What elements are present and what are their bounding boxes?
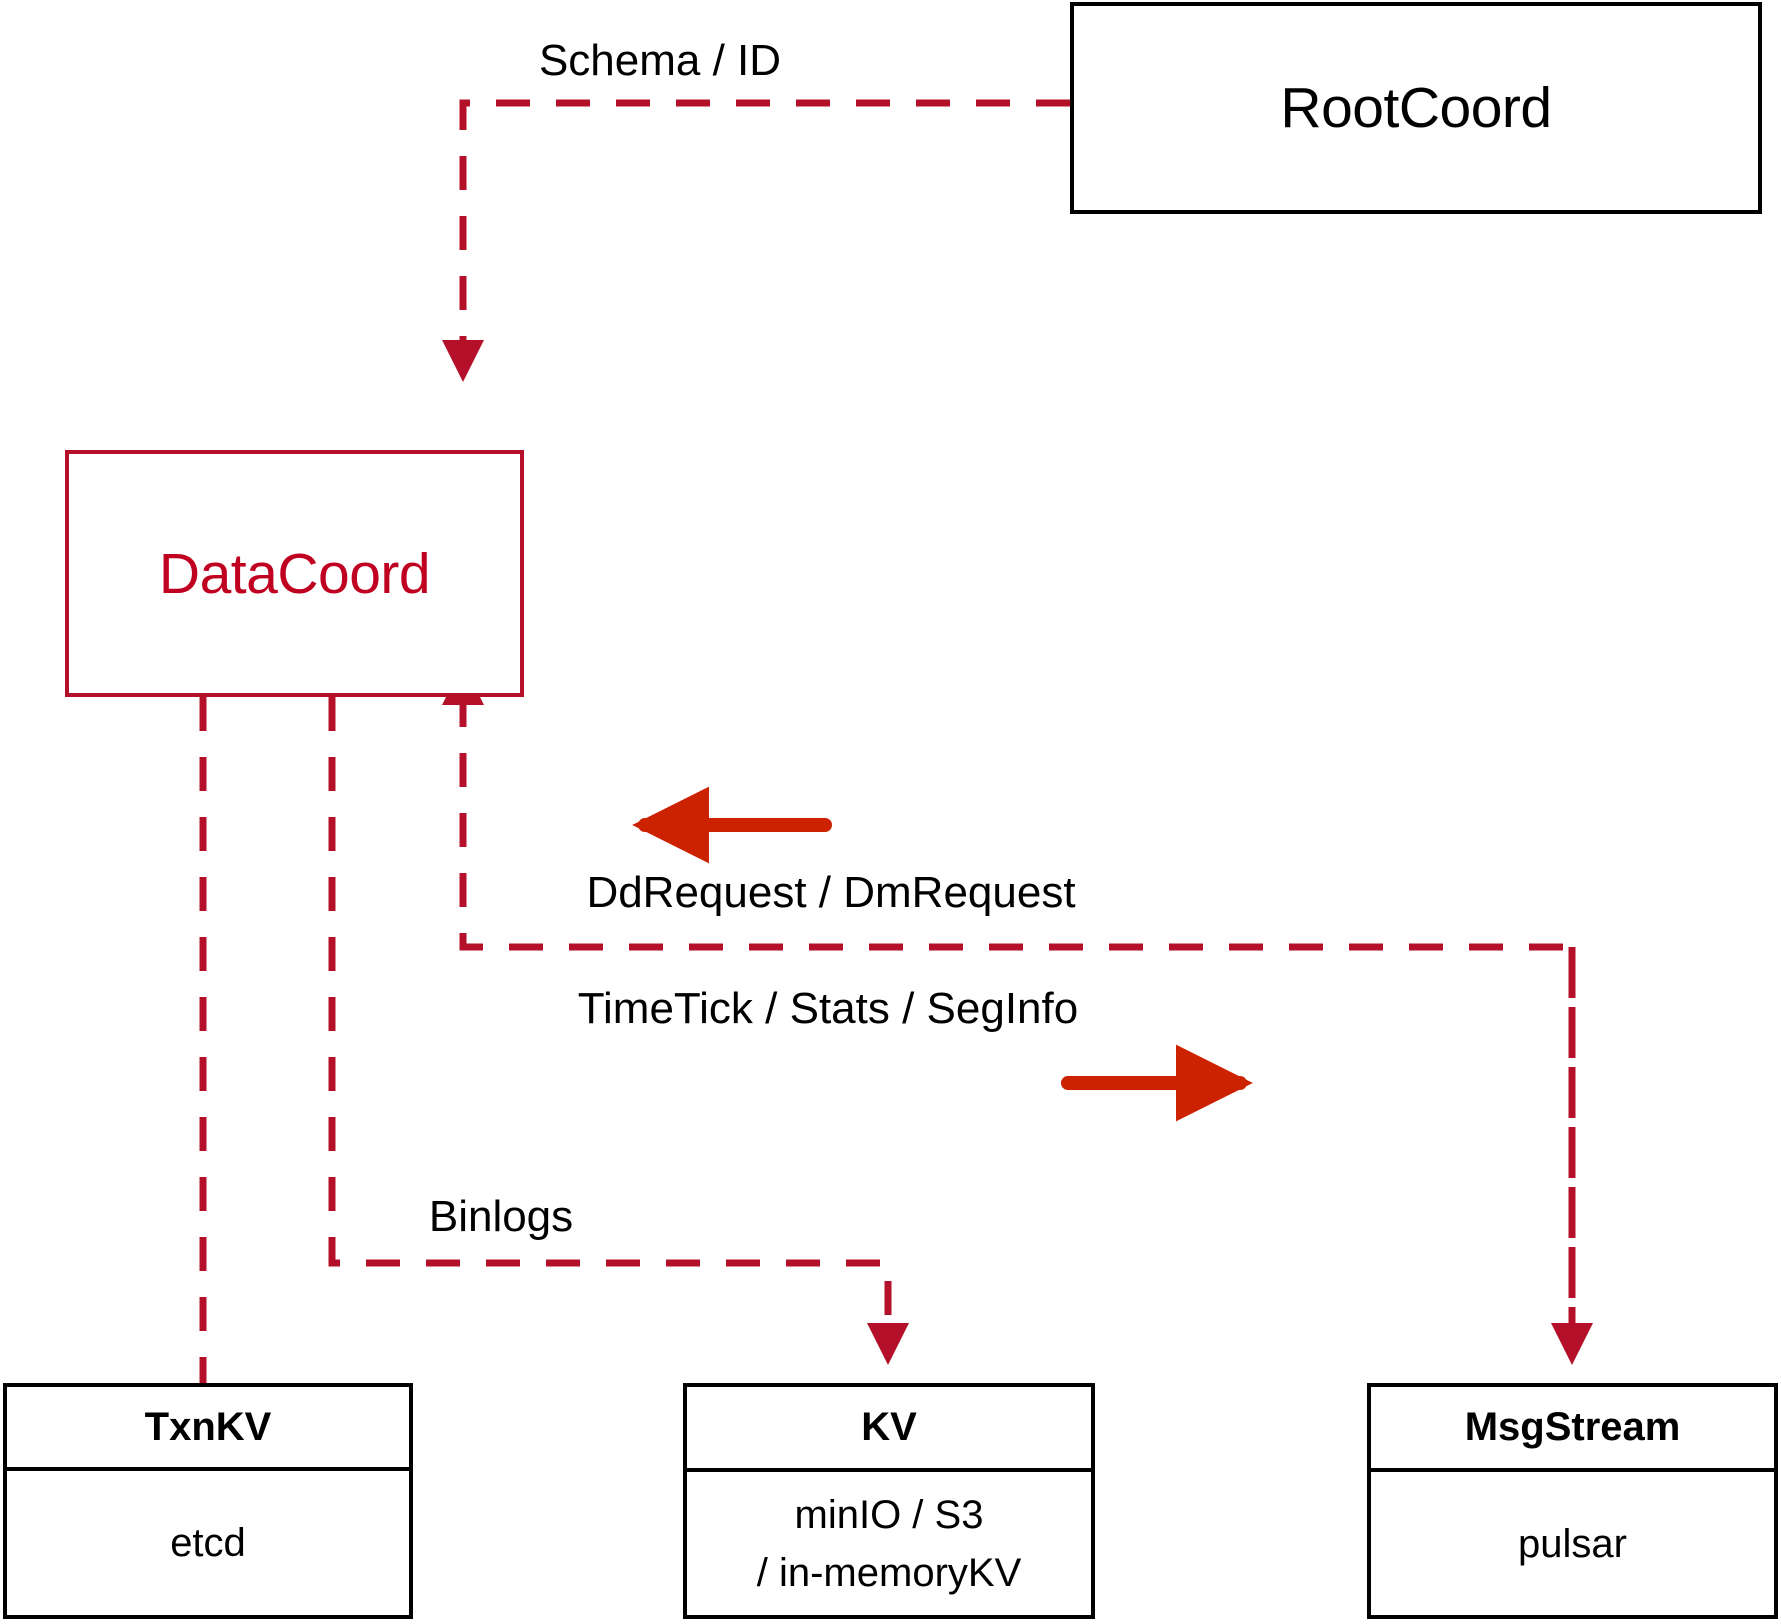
- node-datacoord-label: DataCoord: [158, 541, 431, 606]
- node-msgstream-header: MsgStream: [1464, 1405, 1681, 1449]
- node-kv[interactable]: KV minIO / S3 / in-memoryKV: [683, 1383, 1095, 1619]
- edge-label-binlogs: Binlogs: [428, 1192, 574, 1241]
- edge-msgstream-datacoord: [442, 663, 1593, 1365]
- node-msgstream-body-line: pulsar: [1518, 1521, 1627, 1566]
- edge-datacoord-to-kv: [328, 697, 909, 1365]
- node-msgstream[interactable]: MsgStream pulsar: [1367, 1383, 1778, 1619]
- node-kv-header: KV: [861, 1405, 917, 1449]
- node-txnkv-body-line: etcd: [170, 1521, 246, 1565]
- node-kv-body-line: minIO / S3: [794, 1492, 984, 1537]
- node-txnkv[interactable]: TxnKV etcd: [3, 1383, 413, 1619]
- node-kv-body-line: / in-memoryKV: [756, 1550, 1022, 1595]
- node-msgstream-divider: [1371, 1468, 1774, 1472]
- edge-label-schema-id: Schema / ID: [538, 36, 782, 85]
- edge-label-dd-dm-request: DdRequest / DmRequest: [586, 868, 1076, 917]
- edge-rootcoord-to-datacoord: [442, 99, 1070, 382]
- node-datacoord[interactable]: DataCoord: [65, 450, 524, 697]
- node-rootcoord-label: RootCoord: [1280, 76, 1552, 140]
- node-txnkv-divider: [7, 1467, 409, 1471]
- node-kv-body: minIO / S3 / in-memoryKV: [687, 1472, 1091, 1615]
- node-txnkv-header: TxnKV: [144, 1404, 272, 1449]
- node-txnkv-body: etcd: [7, 1471, 409, 1615]
- edge-label-timetick-stats-seginfo: TimeTick / Stats / SegInfo: [577, 984, 1079, 1033]
- node-msgstream-body: pulsar: [1371, 1472, 1774, 1615]
- node-rootcoord[interactable]: RootCoord: [1070, 2, 1762, 214]
- node-kv-divider: [687, 1468, 1091, 1472]
